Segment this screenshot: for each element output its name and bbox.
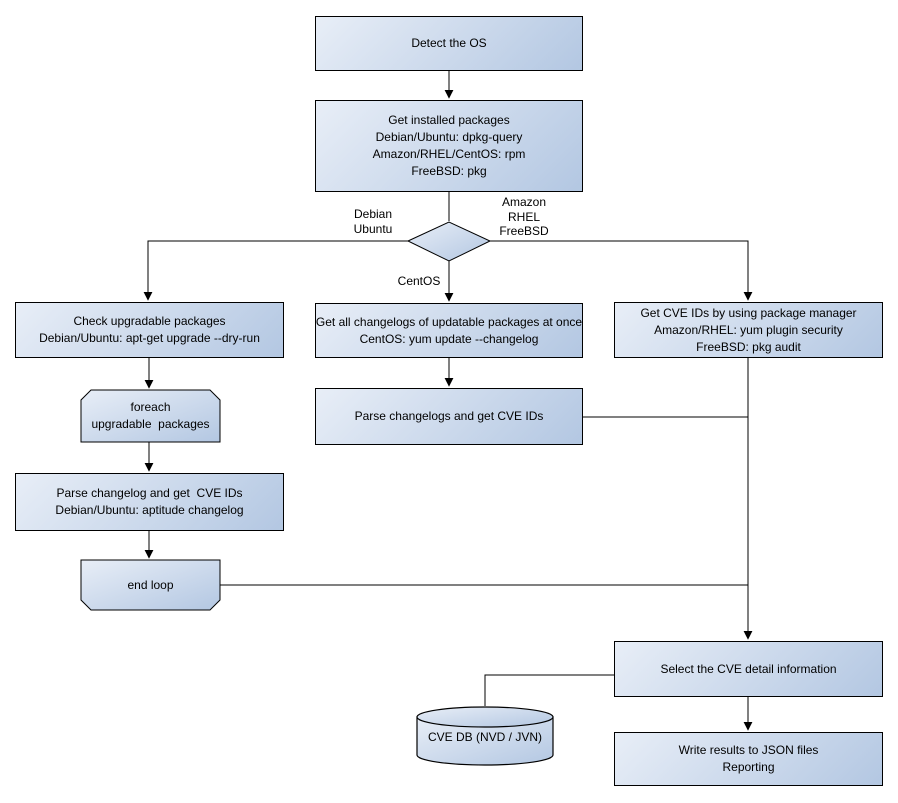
node-parse-changelog-left xyxy=(15,473,284,531)
edge-label-amazon-rhel-freebsd: Amazon RHEL FreeBSD xyxy=(499,195,549,238)
node-get-cve-ids-pkg-manager xyxy=(614,302,883,358)
node-check-upgradable xyxy=(15,302,284,358)
node-get-all-changelogs xyxy=(315,303,583,358)
decision-diamond xyxy=(406,221,492,262)
loop-end-shape xyxy=(80,559,221,611)
node-detect-os xyxy=(315,16,583,71)
database-cylinder-shape xyxy=(416,706,554,766)
edge-decision-to-right xyxy=(490,240,753,301)
node-parse-changelogs-mid xyxy=(315,388,583,445)
node-get-installed-packages xyxy=(315,100,583,192)
node-select-cve-detail xyxy=(614,641,883,697)
loop-start-shape xyxy=(80,389,221,443)
edge-decision-to-left xyxy=(143,240,408,301)
edge-label-debian-ubuntu: Debian Ubuntu xyxy=(353,207,393,236)
edge-label-centos: CentOS xyxy=(397,274,441,288)
edge-select-to-cvedb xyxy=(484,674,614,706)
node-write-results xyxy=(614,732,883,786)
